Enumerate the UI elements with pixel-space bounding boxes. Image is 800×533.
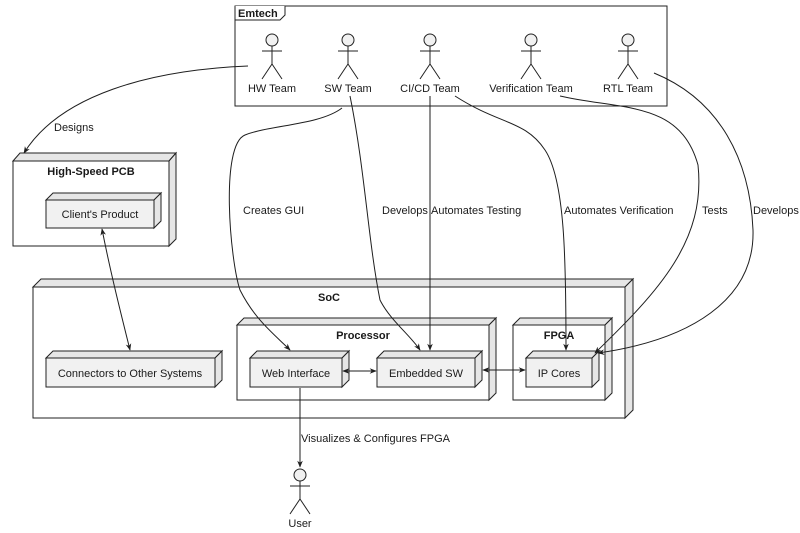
- web-interface-node: Web Interface: [248, 349, 351, 389]
- client-product-label: Client's Product: [62, 209, 139, 221]
- verification-team-actor-icon: [520, 33, 542, 80]
- user-label: User: [288, 518, 312, 530]
- connectors-label: Connectors to Other Systems: [58, 368, 203, 380]
- fpga-node-title: FPGA: [544, 330, 575, 342]
- edge-automates-verification-label: Automates Verification: [564, 205, 673, 217]
- edge-creates-gui: [228, 107, 343, 351]
- embedded-sw-node: Embedded SW: [375, 349, 484, 389]
- embedded-sw-label: Embedded SW: [389, 368, 464, 380]
- edge-tests: [559, 95, 700, 354]
- connectors-node: Connectors to Other Systems: [44, 349, 224, 389]
- sw-team-label: SW Team: [324, 83, 371, 95]
- rtl-team-actor-icon: [617, 33, 639, 80]
- processor-node-title: Processor: [336, 330, 391, 342]
- edge-develops-sw-label: Develops: [382, 205, 428, 217]
- edge-develops-sw: [349, 95, 421, 351]
- client-product-node: Client's Product: [44, 191, 163, 230]
- pcb-node-title: High-Speed PCB: [47, 166, 134, 178]
- cicd-team-actor-icon: [419, 33, 441, 80]
- verification-team-label: Verification Team: [489, 83, 573, 95]
- web-interface-label: Web Interface: [262, 368, 330, 380]
- edge-client-connectors: [100, 228, 132, 351]
- emtech-frame-title: Emtech: [238, 8, 278, 20]
- emtech-frame: Emtech: [234, 5, 668, 107]
- edge-creates-gui-label: Creates GUI: [243, 205, 304, 217]
- edge-automates-verification: [454, 95, 569, 351]
- edge-automates-testing-label: Automates Testing: [431, 205, 521, 217]
- hw-team-actor-icon: [261, 33, 283, 80]
- edge-designs-label: Designs: [54, 122, 94, 134]
- edge-visualizes-label: Visualizes & Configures FPGA: [301, 433, 451, 445]
- edge-designs: [23, 65, 249, 154]
- user-actor-icon: [289, 468, 311, 515]
- edge-develops-rtl: [597, 72, 754, 355]
- edge-tests-label: Tests: [702, 205, 728, 217]
- soc-node-title: SoC: [318, 292, 340, 304]
- cicd-team-label: CI/CD Team: [400, 83, 460, 95]
- ip-cores-node: IP Cores: [524, 349, 601, 389]
- hw-team-label: HW Team: [248, 83, 296, 95]
- edge-develops-rtl-label: Develops: [753, 205, 799, 217]
- sw-team-actor-icon: [337, 33, 359, 80]
- rtl-team-label: RTL Team: [603, 83, 653, 95]
- ip-cores-label: IP Cores: [538, 368, 581, 380]
